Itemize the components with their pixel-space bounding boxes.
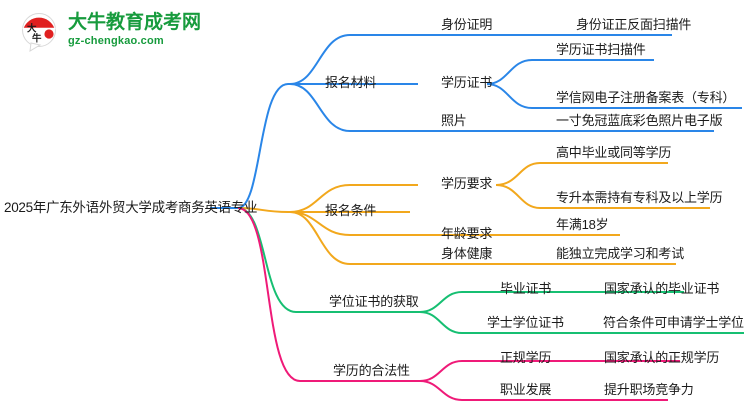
connector-b4-to-zhiyefazhan: [419, 380, 548, 401]
subnode-biyezhengshu[interactable]: 毕业证书: [500, 281, 552, 296]
mindmap-root-node[interactable]: 2025年广东外语外贸大学成考商务英语专业: [4, 200, 258, 215]
branch-node-xuelihefaxing[interactable]: 学历的合法性: [333, 363, 410, 378]
subnode-shentijiankang[interactable]: 身体健康: [441, 246, 493, 261]
daniu-logo-icon: 大 牛: [22, 13, 56, 52]
connector-root-to-baomingcailiao: [237, 83, 410, 209]
connector-root-to-xuelihefaxing: [237, 207, 420, 382]
brand-name-cn: 大牛教育成考网: [68, 12, 202, 33]
leaf-zhuanshengben[interactable]: 专升本需持有专科及以上学历: [556, 190, 723, 205]
connector-xuelizhengshu-to-leaf2: [486, 83, 548, 109]
branch-node-baomingcailiao[interactable]: 报名材料: [325, 75, 377, 90]
leaf-xueli-scan[interactable]: 学历证书扫描件: [556, 42, 646, 57]
subnode-zhiyefazhan[interactable]: 职业发展: [500, 382, 552, 397]
leaf-fuhe-tiaojian-shenqing[interactable]: 符合条件可申请学士学位: [603, 315, 744, 330]
subnode-zhaopian[interactable]: 照片: [441, 113, 467, 128]
connector-b2-to-xueliyaoqiu: [289, 184, 418, 213]
connector-b3-to-xueshixuewei: [419, 311, 548, 334]
leaf-xuexinwang-beianbiao[interactable]: 学信网电子注册备案表（专科）: [556, 90, 736, 105]
subnode-xueshixueweizhengshu[interactable]: 学士学位证书: [487, 315, 564, 330]
connector-b1-to-zhaopian: [289, 83, 418, 132]
connector-xueliyaoqiu-to-leaf1: [495, 162, 548, 186]
leaf-tisheng-jingzhengli[interactable]: 提升职场竞争力: [604, 382, 694, 397]
svg-text:牛: 牛: [32, 33, 42, 45]
connector-xueliyaoqiu-to-leaf2: [495, 184, 548, 209]
subnode-zhengguixueli[interactable]: 正规学历: [500, 350, 552, 365]
svg-text:大: 大: [27, 23, 37, 35]
connector-xuelizhengshu-to-leaf1: [486, 59, 548, 85]
subnode-xueliyaoqiu[interactable]: 学历要求: [441, 176, 493, 191]
connector-b1-to-shenfenzhengming: [289, 34, 418, 85]
site-logo: 大 牛 大牛教育成考网 gz-chengkao.com: [14, 6, 201, 58]
branch-node-xueweizhengshu-huoqu[interactable]: 学位证书的获取: [329, 294, 419, 309]
connector-root-to-baomingtiaojian: [237, 207, 410, 213]
leaf-nianman-18[interactable]: 年满18岁: [556, 217, 609, 232]
connector-b2-to-shentijiankang: [289, 211, 418, 265]
leaf-guojia-chengren-biyezheng[interactable]: 国家承认的毕业证书: [604, 281, 720, 296]
subnode-shenfenzhengming[interactable]: 身份证明: [441, 17, 493, 32]
leaf-nengduli-wancheng[interactable]: 能独立完成学习和考试: [556, 246, 685, 261]
leaf-guojia-chengren-zhenggui[interactable]: 国家承认的正规学历: [604, 350, 720, 365]
subnode-xuelizhengshu[interactable]: 学历证书: [441, 75, 493, 90]
subnode-nianlingyaoqiu[interactable]: 年龄要求: [441, 226, 493, 241]
branch-node-baomingtiaojian[interactable]: 报名条件: [325, 203, 377, 218]
leaf-shenfenzheng-scan[interactable]: 身份证正反面扫描件: [576, 17, 692, 32]
brand-text-block: 大牛教育成考网 gz-chengkao.com: [68, 12, 202, 48]
leaf-gaozhong-biye[interactable]: 高中毕业或同等学历: [556, 145, 672, 160]
connector-b3-to-biyezhengshu: [419, 291, 548, 313]
leaf-zhaopian-dianziban[interactable]: 一寸免冠蓝底彩色照片电子版: [556, 113, 723, 128]
connector-b4-to-zhengguixueli: [419, 360, 548, 382]
brand-domain: gz-chengkao.com: [68, 35, 164, 47]
